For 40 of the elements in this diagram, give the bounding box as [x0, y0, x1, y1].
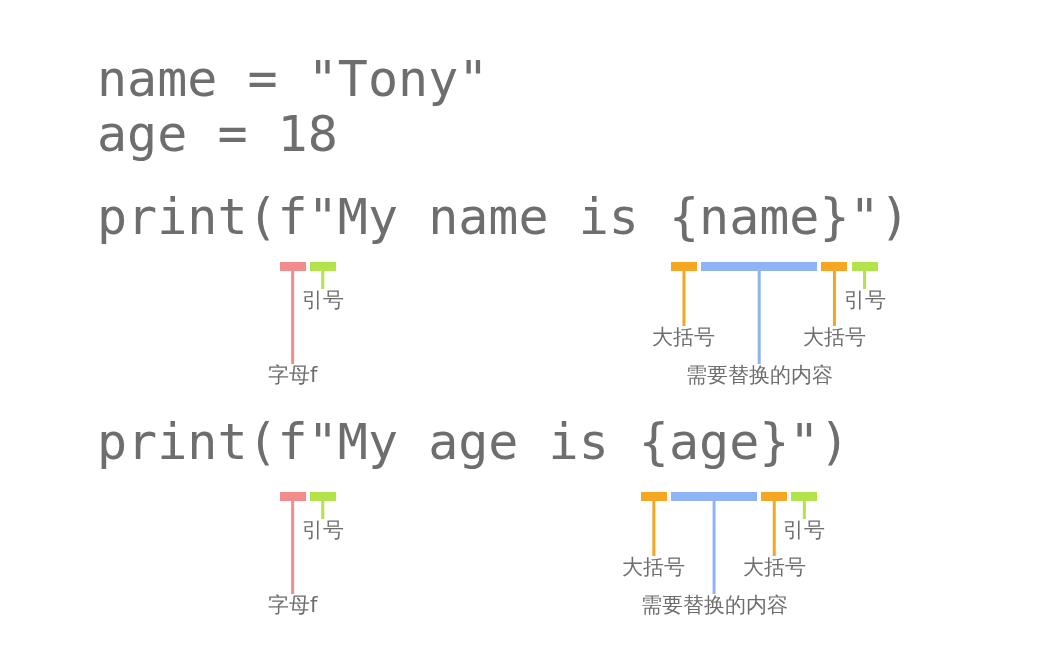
leader-line: [772, 501, 776, 556]
leader-line: [291, 501, 295, 594]
annotation-label: 字母f: [267, 362, 318, 388]
highlight-bar: [761, 492, 788, 501]
leader-line: [757, 271, 761, 364]
leader-line: [712, 501, 716, 594]
leader-line: [291, 271, 295, 364]
code-line: name = "Tony": [97, 50, 489, 108]
annotation-label: 引号: [783, 517, 826, 543]
annotation-label: 大括号: [622, 554, 686, 580]
highlight-bar: [309, 492, 336, 501]
highlight-bar: [851, 262, 878, 271]
highlight-bar: [279, 262, 306, 271]
annotation-label: 引号: [301, 517, 344, 543]
code-line: print(f"My age is {age}"): [97, 413, 850, 471]
leader-line: [832, 271, 836, 326]
annotation-label: 引号: [843, 287, 886, 313]
code-line: age = 18: [97, 105, 338, 163]
leader-line: [682, 271, 686, 326]
leader-line: [802, 501, 806, 519]
leader-line: [652, 501, 656, 556]
code-line: print(f"My name is {name}"): [97, 188, 910, 246]
annotation-label: 引号: [301, 287, 344, 313]
annotation-label: 大括号: [652, 324, 716, 350]
annotation-label: 大括号: [742, 554, 806, 580]
annotation-label: 需要替换的内容: [640, 592, 788, 618]
highlight-bar: [670, 262, 697, 271]
annotation-label: 大括号: [802, 324, 866, 350]
highlight-bar: [701, 262, 818, 271]
leader-line: [321, 501, 325, 519]
highlight-bar: [670, 492, 758, 501]
highlight-bar: [791, 492, 818, 501]
highlight-bar: [640, 492, 667, 501]
annotation-label: 需要替换的内容: [685, 362, 833, 388]
highlight-bar: [279, 492, 306, 501]
highlight-bar: [309, 262, 336, 271]
annotation-label: 字母f: [267, 592, 318, 618]
highlight-bar: [821, 262, 848, 271]
leader-line: [863, 271, 867, 289]
leader-line: [321, 271, 325, 289]
